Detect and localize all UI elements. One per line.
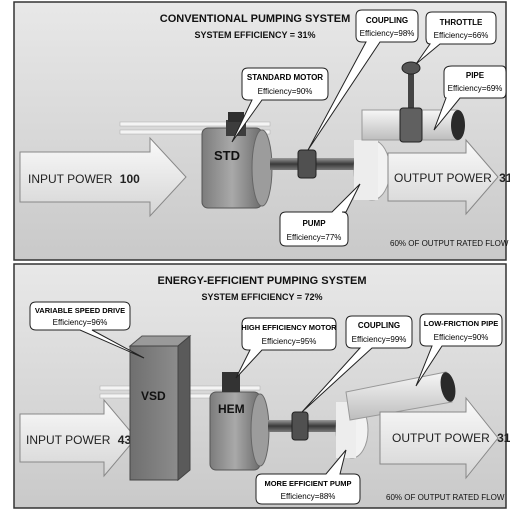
top-shaft <box>270 158 370 170</box>
callout-top-coupling-eff: Efficiency=98% <box>360 29 415 38</box>
top-title: CONVENTIONAL PUMPING SYSTEM <box>160 13 350 25</box>
energy-efficient-system-panel: INPUT POWER 43 VSD HEM <box>13 263 510 509</box>
bottom-shaft <box>268 420 350 432</box>
callout-top-pipe-title: PIPE <box>466 71 485 80</box>
bottom-input-power-label: INPUT POWER <box>26 433 111 447</box>
callout-standard-motor-title: STANDARD MOTOR <box>247 73 323 82</box>
callout-hem-title: HIGH EFFICIENCY MOTOR <box>241 323 337 332</box>
callout-top-coupling-title: COUPLING <box>366 16 408 25</box>
callout-standard-motor: STANDARD MOTOR Efficiency=90% <box>231 67 329 143</box>
top-flow-note: 60% OF OUTPUT RATED FLOW <box>390 239 509 248</box>
callout-bottom-coupling-title: COUPLING <box>358 321 400 330</box>
callout-hem-eff: Efficiency=95% <box>262 337 317 346</box>
svg-text:INPUT POWER 43: INPUT POWER 43 <box>26 433 131 447</box>
top-pump <box>353 139 391 201</box>
throttle-valve <box>399 61 423 143</box>
callout-vsd-title: VARIABLE SPEED DRIVE <box>35 306 125 315</box>
callout-low-friction-pipe: LOW-FRICTION PIPE Efficiency=90% <box>415 313 503 387</box>
bottom-coupling <box>291 411 309 441</box>
top-input-power-label: INPUT POWER <box>28 172 113 186</box>
bottom-output-arrow <box>379 396 499 480</box>
callout-top-coupling: COUPLING Efficiency=98% <box>307 9 419 151</box>
callout-vsd-eff: Efficiency=96% <box>53 318 108 327</box>
top-output-power-value: 31 <box>499 171 510 185</box>
top-output-power-label: OUTPUT POWER <box>394 171 492 185</box>
callout-throttle: THROTTLE Efficiency=66% <box>415 11 497 65</box>
bottom-title: ENERGY-EFFICIENT PUMPING SYSTEM <box>157 275 366 287</box>
callout-top-pump: PUMP Efficiency=77% <box>279 183 361 247</box>
callout-top-pipe-eff: Efficiency=69% <box>448 84 503 93</box>
callout-hem: HIGH EFFICIENCY MOTOR Efficiency=95% <box>235 317 337 379</box>
callout-bottom-pump-title: MORE EFFICIENT PUMP <box>264 479 351 488</box>
bottom-output-power-label: OUTPUT POWER <box>392 431 490 445</box>
bottom-efficiency: SYSTEM EFFICIENCY = 72% <box>201 292 322 302</box>
callout-vsd: VARIABLE SPEED DRIVE Efficiency=96% <box>29 301 145 359</box>
std-label: STD <box>214 148 240 163</box>
callout-bottom-pump: MORE EFFICIENT PUMP Efficiency=88% <box>255 449 361 505</box>
callout-low-friction-pipe-title: LOW-FRICTION PIPE <box>424 319 498 328</box>
top-supply-lines <box>119 121 271 135</box>
callout-bottom-coupling: COUPLING Efficiency=99% <box>301 315 413 413</box>
callout-standard-motor-eff: Efficiency=90% <box>258 87 313 96</box>
top-output-arrow <box>387 138 499 216</box>
conventional-system-panel: INPUT POWER 100 STD <box>13 1 510 261</box>
top-input-power-value: 100 <box>120 172 140 186</box>
callout-top-pump-title: PUMP <box>302 219 326 228</box>
callout-throttle-title: THROTTLE <box>440 18 483 27</box>
standard-motor <box>201 112 273 209</box>
hem-label: HEM <box>218 402 245 416</box>
callout-bottom-coupling-eff: Efficiency=99% <box>352 335 407 344</box>
callout-top-pipe: PIPE Efficiency=69% <box>433 65 507 131</box>
top-efficiency: SYSTEM EFFICIENCY = 31% <box>194 30 315 40</box>
callout-bottom-pump-eff: Efficiency=88% <box>281 492 336 501</box>
motor-terminal-box <box>228 112 244 122</box>
svg-text:INPUT POWER 100: INPUT POWER 100 <box>28 172 140 186</box>
bottom-input-arrow <box>19 398 137 478</box>
hem-terminal-box <box>222 372 240 392</box>
callout-top-pump-eff: Efficiency=77% <box>287 233 342 242</box>
callout-throttle-eff: Efficiency=66% <box>434 31 489 40</box>
bottom-flow-note: 60% OF OUTPUT RATED FLOW <box>386 493 505 502</box>
callout-low-friction-pipe-eff: Efficiency=90% <box>434 333 489 342</box>
variable-speed-drive <box>128 334 192 482</box>
high-efficiency-motor <box>209 372 270 471</box>
bottom-input-power-value: 43 <box>118 433 132 447</box>
bottom-pipe <box>345 371 456 421</box>
svg-text:OUTPUT POWER 31: OUTPUT POWER 31 <box>392 431 510 445</box>
top-coupling <box>297 149 317 179</box>
svg-text:OUTPUT POWER 31: OUTPUT POWER 31 <box>394 171 510 185</box>
vsd-label: VSD <box>141 389 166 403</box>
bottom-output-power-value: 31 <box>497 431 510 445</box>
top-input-arrow <box>19 136 187 218</box>
